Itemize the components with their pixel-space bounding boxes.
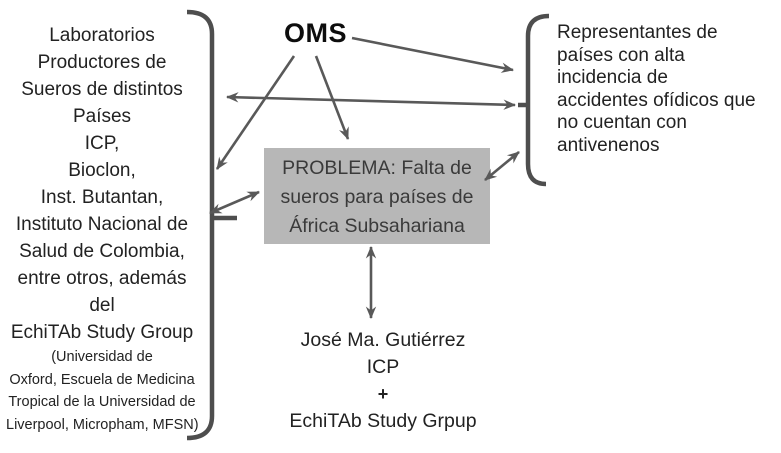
left-block-line: EchiTAb Study Group [10, 322, 194, 343]
right-block-line: no cuentan con [557, 112, 687, 133]
plus-sign: + [377, 384, 389, 404]
right-block-line: países con alta [557, 44, 685, 66]
arrow-oms-to-right-block [351, 36, 514, 73]
bottom-block-line: ICP [366, 356, 400, 378]
left-block-line: Países [72, 106, 132, 127]
left-block-line: Oxford, Escuela de Medicina [9, 371, 195, 388]
bottom-block: José Ma. Gutiérrez ICP + EchiTAb Study G… [283, 327, 483, 435]
bottom-block-line: José Ma. Gutiérrez [300, 329, 466, 351]
arrow-problem-box-right-block [484, 150, 520, 182]
left-block-line: Salud de Colombia, [19, 241, 185, 262]
arrow-left-block-problem-box [209, 190, 260, 215]
left-block-line: Inst. Butantan, [40, 187, 164, 208]
left-block-line: Sueros de distintos [21, 79, 183, 100]
left-block-line: del [89, 295, 115, 316]
problem-box-line: sueros para países de [280, 186, 474, 208]
right-bracket [518, 13, 550, 187]
problem-box-line: PROBLEMA: Falta de [282, 157, 472, 179]
right-block-line: Representantes de [557, 22, 718, 43]
left-block-line: Instituto Nacional de [15, 214, 189, 235]
left-block-line: entre otros, además [17, 268, 187, 289]
left-block-line: Laboratorios [49, 25, 155, 46]
left-block-line: Liverpool, Micropham, MFSN) [6, 416, 199, 433]
right-block: Representantes de países con alta incide… [557, 22, 777, 157]
right-block-line: incidencia de [557, 67, 668, 88]
right-block-line: accidentes ofídicos que [557, 89, 756, 111]
left-block-line: (Universidad de [51, 349, 153, 365]
problem-box: PROBLEMA: Falta de sueros para países de… [264, 148, 490, 244]
arrow-left-block-right-block [226, 92, 516, 110]
oms-label: OMS [284, 18, 348, 48]
left-block-line: ICP, [84, 133, 120, 154]
left-block-line: Productores de [37, 52, 167, 73]
arrow-oms-to-problem-box [314, 55, 350, 140]
left-block: Laboratorios Productores de Sueros de di… [6, 22, 199, 436]
bottom-block-line: EchiTAb Study Grpup [289, 410, 477, 432]
right-block-line: antivenenos [557, 134, 660, 156]
problem-box-line: África Subsahariana [289, 215, 465, 237]
left-block-line: Bioclon, [68, 160, 136, 181]
left-block-line: Tropical de la Universidad de [8, 394, 196, 410]
